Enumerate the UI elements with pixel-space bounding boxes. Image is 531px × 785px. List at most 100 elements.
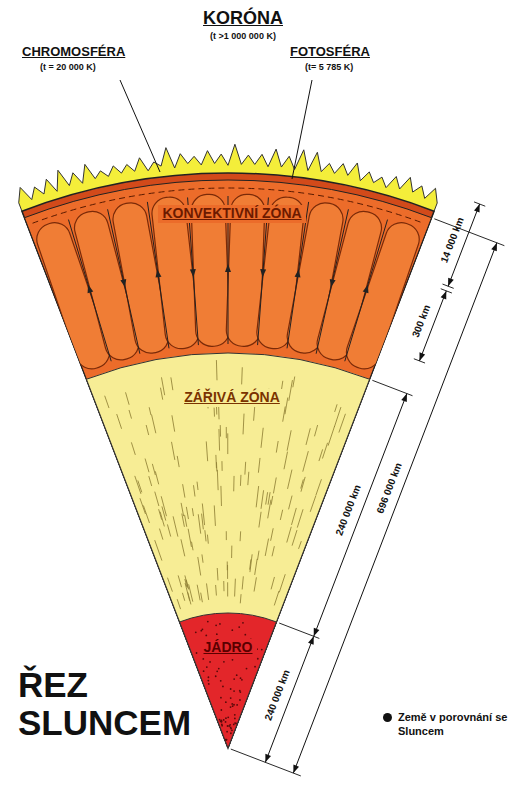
radiation-streak [283,407,286,422]
core-dot [209,661,211,663]
core-dot [221,721,223,723]
radiation-streak [198,557,201,576]
radiation-streak [155,471,158,484]
radiation-streak [301,479,304,488]
radiation-streak [274,591,279,605]
radiation-streak [231,546,232,558]
radiation-streak [201,593,203,603]
radiation-streak [177,599,180,609]
radiation-streak [152,415,156,434]
core-dot [208,676,210,678]
dimension-arrow [474,204,480,213]
radiation-streak [162,506,166,520]
leader-line [292,80,312,179]
radiation-streak [240,475,242,486]
radiation-streak [221,461,222,471]
zone-label-box: JÁDRO [199,639,257,657]
radiation-streak [182,514,185,527]
radiation-streak [271,528,274,541]
core-dot [207,621,209,623]
radiation-streak [161,496,166,516]
radiation-streak [271,496,273,505]
radiation-streak [259,512,261,528]
radiation-streak [289,380,293,401]
radiation-streak [258,458,260,473]
radiation-streak [254,577,256,591]
radiation-streak [268,492,270,505]
radiation-streak [244,462,246,475]
radiation-streak [299,541,302,549]
core-dot [222,686,224,688]
radiation-streak [316,479,322,495]
radiation-streak [335,404,337,412]
core-dot [240,677,242,679]
radiation-streak [143,505,149,523]
radiation-streak [273,477,276,493]
dimension-arrow [308,636,314,645]
core-dot [215,675,217,677]
core-dot [220,680,222,682]
radiation-streak [167,578,172,592]
core-dot [232,705,234,707]
core-dot [236,704,238,706]
core-dot [231,703,233,705]
radiation-streak [255,559,257,575]
radiation-streak [159,529,162,540]
radiation-streak [293,377,295,388]
convection-arrow [295,269,301,277]
radiation-streak [287,430,291,450]
zone-label-box: KONVEKTIVNÍ ZÓNA [158,205,306,223]
core-dot [234,714,236,716]
core-dot [223,719,225,721]
core-dot [230,732,232,734]
radiation-streak [185,579,187,587]
core-dot [233,690,235,692]
core-dot [228,725,230,727]
core-dot [233,704,235,706]
core [180,613,277,748]
convection-cell [342,218,423,373]
radiation-streak [146,425,149,435]
radiation-streak [188,529,191,547]
radiation-streak [254,405,255,421]
radiation-streak [280,510,282,520]
radiation-streak [220,425,221,437]
core-dot [227,725,229,727]
dimension-value: 300 km [410,303,432,339]
radiation-streak [177,456,179,467]
dimension-line [293,243,497,773]
core-dot [205,635,207,637]
radiation-streak [140,498,146,514]
core-dot [233,723,235,725]
radiation-streak [160,388,162,400]
dimension-arrow [293,765,299,774]
radiation-streak [265,539,268,556]
core-dot [220,720,222,722]
radiation-streak [149,407,151,415]
core-dot [230,706,232,708]
radiation-streak [243,414,245,435]
convection-flow-line [108,209,140,353]
radiation-streak [272,546,274,556]
core-dot [207,680,209,682]
radiation-streak [192,542,194,551]
radiation-streak [155,540,162,560]
radiation-streak [117,414,122,429]
radiation-streak [152,464,155,475]
core-dot [218,668,220,670]
radiation-streak [135,476,141,494]
dimension-arrow [441,291,447,300]
radiation-streak [172,415,175,431]
core-dot [261,649,263,651]
core-dot [219,719,221,721]
core-dot [202,658,204,660]
zone-label-box: ZÁŘIVÁ ZÓNA [180,389,284,407]
core-dot [236,674,238,676]
convection-arrow [88,285,94,294]
radiation-streak [234,579,236,597]
radiation-streak [250,554,252,572]
core-dot [226,739,228,741]
radiation-streak [258,551,259,560]
dimension-value: 240 000 km [263,668,292,722]
convection-arrow [120,279,126,287]
